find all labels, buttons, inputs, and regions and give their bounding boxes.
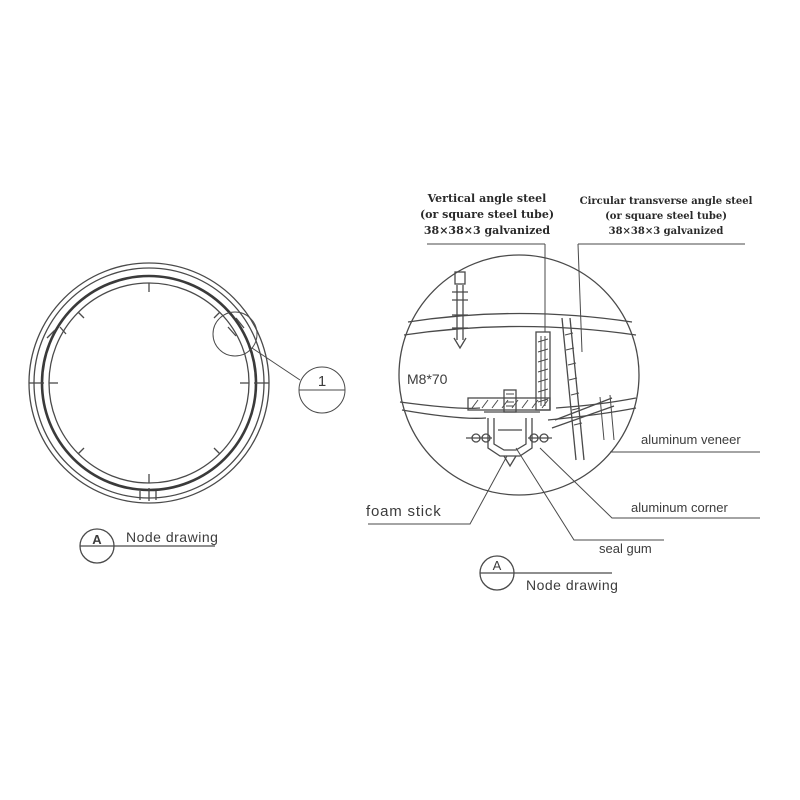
vertical-steel-line3: 38×38×3 galvanized (424, 224, 550, 237)
transverse-steel (551, 317, 615, 461)
radial-stubs (49, 283, 249, 483)
foam-stick-label: foam stick (366, 503, 442, 520)
circular-steel-label: Circular transverse angle steel (or squa… (580, 196, 753, 237)
corner-fastener (466, 389, 552, 468)
circular-steel-line1: Circular transverse angle steel (580, 196, 753, 207)
detail-section-caption: Node drawing (526, 577, 618, 593)
vertical-angle-steel (467, 331, 551, 411)
seal-gum-label: seal gum (599, 541, 652, 556)
steel-ring (40, 274, 258, 492)
detail-section-mark-letter: A (493, 558, 502, 573)
vertical-steel-label: Vertical angle steel (or square steel tu… (420, 192, 554, 237)
detail-ref-number: 1 (318, 373, 326, 390)
outer-ring (28, 262, 270, 504)
detail-callout-circle (212, 311, 258, 357)
outer-ticks (29, 382, 269, 501)
aluminum-corner-label: aluminum corner (631, 500, 728, 515)
vertical-steel-line2: (or square steel tube) (420, 208, 554, 221)
anchor-bolt (452, 271, 468, 350)
outer-ring-inner-edge (33, 267, 265, 499)
detail-boundary (398, 254, 640, 496)
section-caption: Node drawing (126, 529, 218, 545)
circular-steel-line2: (or square steel tube) (605, 211, 727, 222)
vertical-steel-line1: Vertical angle steel (427, 192, 547, 205)
section-mark-letter: A (92, 532, 102, 547)
ring-plan-view: 1 A Node drawing (28, 262, 346, 564)
detail-section-view: M8*70 (366, 192, 760, 593)
aluminum-veneer-label: aluminum veneer (641, 432, 741, 447)
bolt-label: M8*70 (407, 371, 448, 387)
ring-brackets (46, 317, 245, 500)
circular-steel-line3: 38×38×3 galvanized (609, 226, 724, 237)
detail-leader (251, 347, 301, 381)
leader-lines (368, 243, 760, 541)
